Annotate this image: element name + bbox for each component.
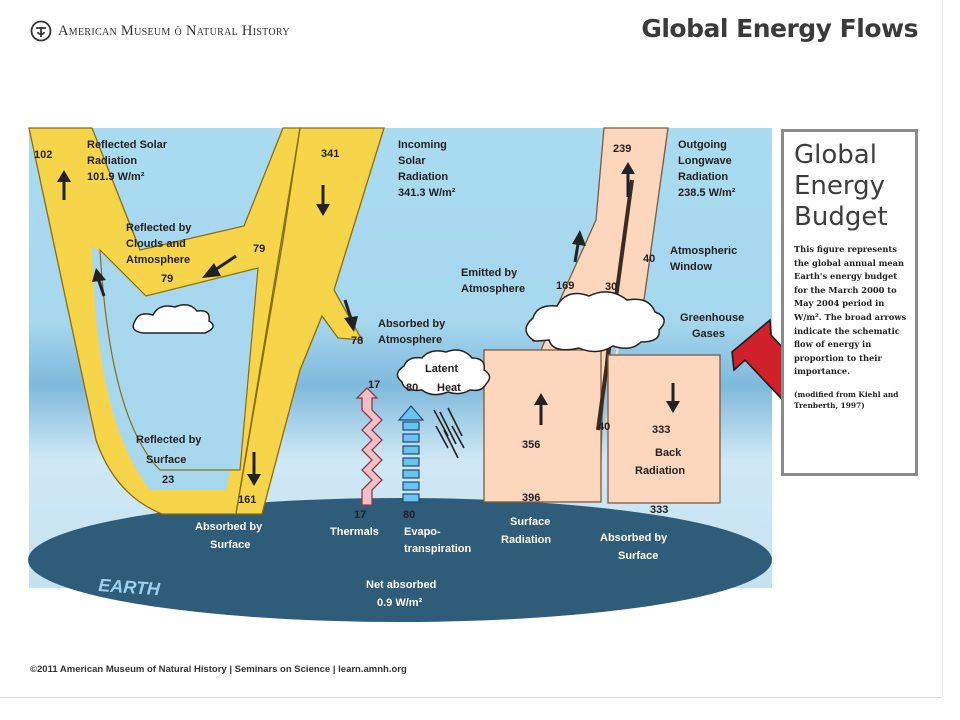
- value-thermals-bottom: 17: [354, 509, 366, 521]
- label-latent-1: Latent: [425, 363, 458, 375]
- budget-box: Global Energy Budget This figure represe…: [781, 129, 918, 476]
- earth-labels: Absorbed by Surface Thermals Evapo- tran…: [195, 516, 668, 609]
- value-atm-window-lower: 40: [598, 421, 610, 433]
- arrow-up-v-icon: [92, 268, 106, 297]
- label-greenhouse-1: Greenhouse: [680, 312, 744, 324]
- label-outgoing-1: Outgoing: [678, 139, 727, 151]
- label-absorbed-atm-1: Absorbed by: [378, 318, 446, 330]
- arrow-up-surface-icon: [534, 393, 548, 425]
- value-emitted: 169: [556, 280, 574, 292]
- value-incoming: 341: [321, 148, 339, 160]
- value-reflected-clouds-arrow: 79: [253, 243, 265, 255]
- value-back-bottom: 333: [650, 504, 668, 516]
- value-atm-window: 40: [643, 253, 655, 265]
- arrow-up-reflected-icon: [57, 170, 71, 200]
- label-net-1: Net absorbed: [366, 579, 436, 591]
- label-incoming-3: Radiation: [398, 171, 448, 183]
- label-net-2: 0.9 W/m²: [377, 597, 423, 609]
- value-evapo: 80: [403, 509, 415, 521]
- flow-arrows: [57, 162, 680, 486]
- back-radiation-column: [607, 354, 721, 504]
- budget-title-line-2: Energy: [794, 171, 886, 201]
- rain-lines: [433, 407, 465, 459]
- value-emitted-cloud: 30: [605, 281, 617, 293]
- budget-title-line-3: Budget: [794, 202, 888, 232]
- label-outgoing-2: Longwave: [678, 155, 732, 167]
- budget-credit: (modified from Kiehl and Trenberth, 1997…: [794, 389, 899, 410]
- label-absorbed-surface2-2: Surface: [618, 550, 658, 562]
- earth-ellipse: [28, 498, 772, 622]
- value-reflected-solar: 102: [34, 149, 52, 161]
- footer: ©2011 American Museum of Natural History…: [30, 664, 407, 675]
- label-reflected-solar-1: Reflected Solar: [87, 139, 168, 151]
- diagram-labels: 102 Reflected Solar Radiation 101.9 W/m²…: [34, 139, 744, 521]
- label-incoming-2: Solar: [398, 155, 426, 167]
- label-absorbed-atm-2: Atmosphere: [378, 334, 442, 346]
- label-reflected-solar-3: 101.9 W/m²: [87, 171, 145, 183]
- label-reflected-clouds-2: Clouds and: [126, 238, 186, 250]
- label-atm-window-1: Atmospheric: [670, 245, 737, 257]
- label-thermals: Thermals: [330, 526, 379, 538]
- label-reflected-solar-2: Radiation: [87, 155, 137, 167]
- evapotranspiration-arrow: [397, 405, 425, 503]
- label-emitted-1: Emitted by: [461, 267, 518, 279]
- value-thermals-top: 17: [368, 379, 380, 391]
- earth-label: EARTH: [98, 575, 162, 599]
- arrow-up-outgoing-icon: [621, 162, 635, 197]
- header-brand: American Museum ŏ Natural History: [30, 18, 290, 44]
- label-outgoing-3: Radiation: [678, 171, 728, 183]
- label-latent-2: Heat: [437, 382, 461, 394]
- label-absorbed-surface-1: Absorbed by: [195, 521, 263, 533]
- arrow-down-absorbed-surface-icon: [247, 452, 261, 486]
- label-greenhouse-2: Gases: [692, 328, 725, 340]
- budget-title: Global Energy Budget: [794, 140, 907, 233]
- cloud-center-icon: [525, 291, 665, 353]
- amnh-logo-icon: [30, 20, 52, 42]
- thermals-arrow: [355, 387, 383, 506]
- label-evapo-2: transpiration: [404, 543, 472, 555]
- value-absorbed-surface: 161: [238, 494, 256, 506]
- v-inner-sky-lower: [99, 248, 259, 471]
- budget-description: This figure represents the global annual…: [794, 244, 907, 377]
- label-back-1: Back: [655, 447, 682, 459]
- label-reflected-clouds-1: Reflected by: [126, 222, 192, 234]
- surface-radiation-column: [483, 349, 602, 503]
- label-absorbed-surface-2: Surface: [210, 539, 250, 551]
- label-outgoing-4: 238.5 W/m²: [678, 187, 736, 199]
- arrow-left-clouds-icon: [202, 254, 237, 278]
- label-incoming-4: 341.3 W/m²: [398, 187, 456, 199]
- arrow-down-absorbed-atm-icon: [343, 299, 358, 332]
- label-reflected-surface-1: Reflected by: [136, 434, 202, 446]
- incoming-solar-arrow: [235, 127, 385, 515]
- value-absorbed-atm: 78: [351, 335, 363, 347]
- label-emitted-2: Atmosphere: [461, 283, 525, 295]
- cloud-left-icon: [132, 304, 214, 334]
- label-surface-rad-1: Surface: [510, 516, 550, 528]
- page-title: Global Energy Flows: [641, 14, 918, 43]
- value-back-top: 333: [652, 424, 670, 436]
- budget-title-line-1: Global: [794, 140, 877, 170]
- value-latent: 80: [406, 382, 418, 394]
- brand-name: American Museum ŏ Natural History: [58, 22, 290, 39]
- bottom-divider: [0, 697, 942, 698]
- label-incoming-1: Incoming: [398, 139, 447, 151]
- arrow-down-incoming-icon: [316, 185, 330, 216]
- arrow-up-emitted-icon: [572, 230, 586, 263]
- value-surface-rad-mid: 356: [522, 439, 540, 451]
- value-reflected-surface: 23: [162, 474, 174, 486]
- arrow-down-back-icon: [666, 383, 680, 413]
- label-absorbed-surface2-1: Absorbed by: [600, 532, 668, 544]
- value-outgoing: 239: [613, 143, 631, 155]
- label-reflected-clouds-3: Atmosphere: [126, 254, 190, 266]
- label-surface-rad-2: Radiation: [501, 534, 551, 546]
- right-divider: [942, 0, 943, 697]
- cloud-latent-heat-icon: [396, 349, 491, 396]
- label-atm-window-2: Window: [670, 261, 712, 273]
- label-evapo-1: Evapo-: [404, 526, 441, 538]
- value-reflected-clouds: 79: [161, 273, 173, 285]
- label-back-2: Radiation: [635, 465, 685, 477]
- label-reflected-surface-2: Surface: [146, 454, 186, 466]
- value-surface-rad-bottom: 396: [522, 492, 540, 504]
